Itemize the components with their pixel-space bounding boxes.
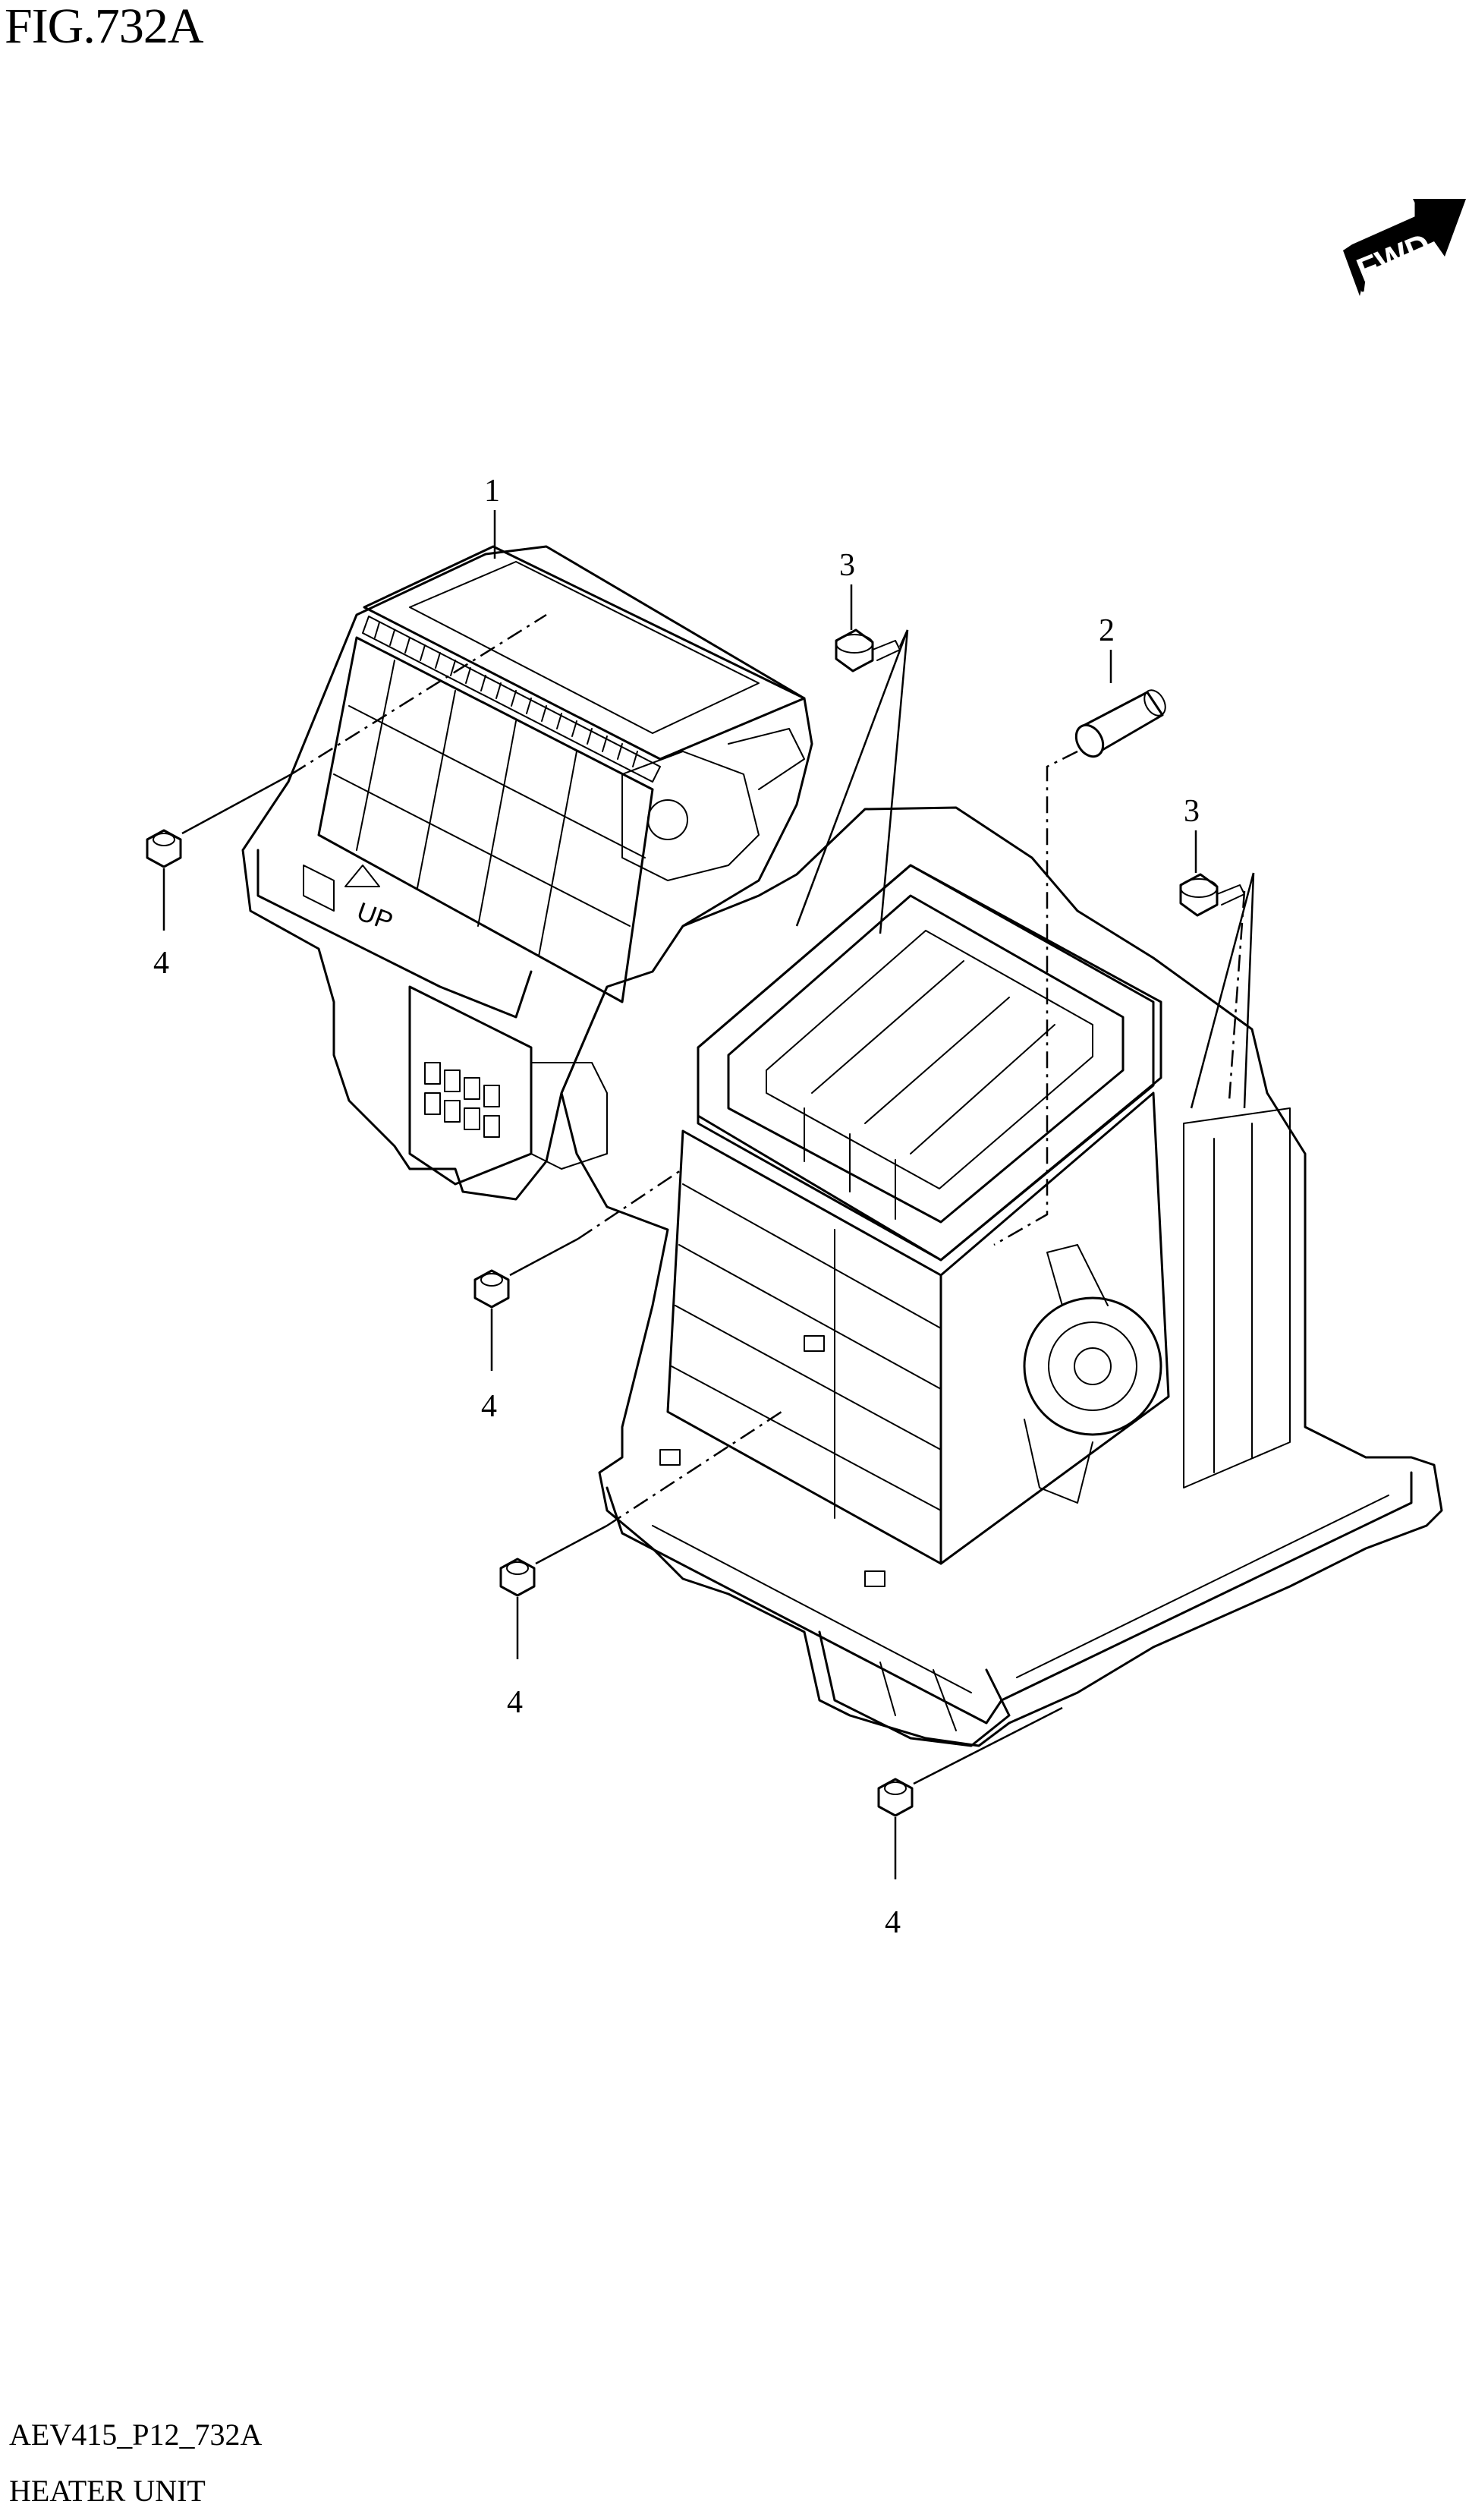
- callout-2: 2: [993, 613, 1166, 1246]
- unit-name: HEATER UNIT: [9, 2474, 206, 2508]
- heater-unit-body: [560, 806, 1443, 1747]
- callout-4c: 4: [499, 1410, 782, 1720]
- callout-4b: 4: [473, 1237, 579, 1424]
- callout-4a-number: 4: [153, 946, 169, 981]
- nut-icon: [146, 829, 182, 868]
- nut-icon: [877, 1778, 914, 1817]
- figure-title: FIG.732A: [5, 0, 204, 54]
- drawing-code: AEV415_P12_732A: [9, 2418, 263, 2452]
- callout-4d-number: 4: [885, 1905, 901, 1940]
- screw-icon: [1179, 873, 1245, 917]
- callout-1-number: 1: [484, 474, 500, 509]
- callout-1: 1: [484, 474, 500, 559]
- callout-3a-number: 3: [839, 548, 855, 583]
- callout-4a: 4: [146, 773, 292, 981]
- nut-icon: [473, 1269, 510, 1309]
- callout-2-number: 2: [1099, 613, 1115, 648]
- callout-3b: 3: [1179, 794, 1255, 1109]
- callout-4d: 4: [877, 1706, 1063, 1940]
- callout-3b-number: 3: [1184, 794, 1200, 829]
- blower-case: UP: [241, 545, 813, 1201]
- sensor-part-icon: [1074, 689, 1166, 758]
- screw-icon: [835, 628, 901, 673]
- callout-4c-number: 4: [507, 1685, 523, 1720]
- callout-3a: 3: [795, 548, 909, 934]
- nut-icon: [499, 1558, 536, 1597]
- fwd-arrow-icon: FWD: [1343, 199, 1466, 296]
- evaporator-top-frame: [697, 864, 1162, 1262]
- callout-4b-number: 4: [481, 1389, 497, 1424]
